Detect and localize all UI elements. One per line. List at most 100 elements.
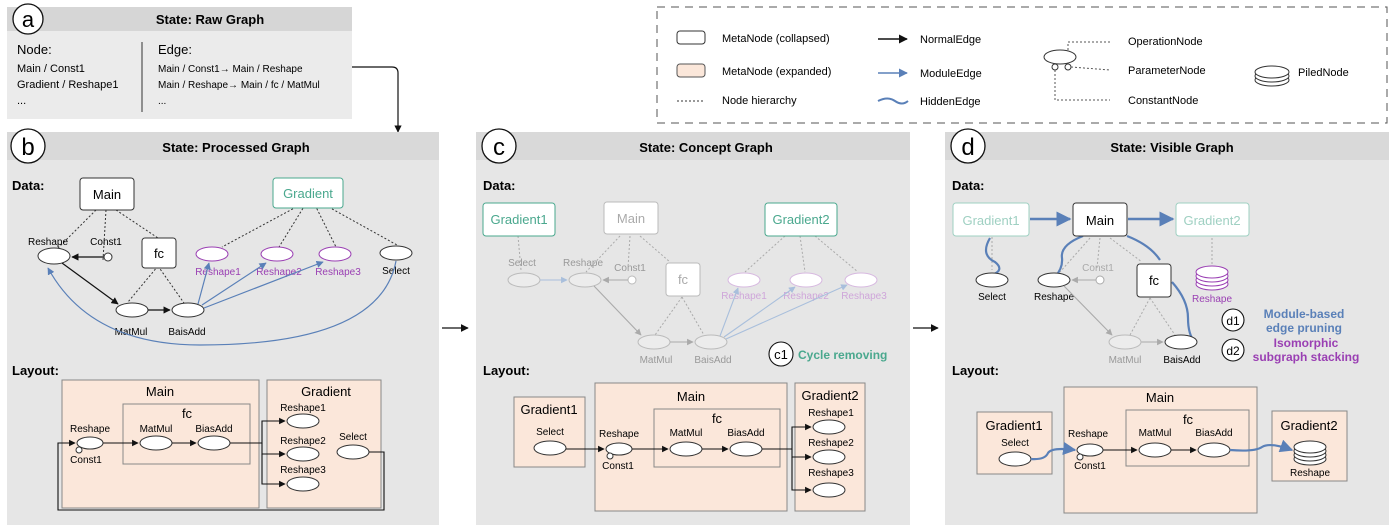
node-const1-label: Const1 <box>90 237 122 248</box>
badge-b-label: b <box>21 134 34 161</box>
hidden-edge <box>1054 234 1084 278</box>
edge-entry: ... <box>158 96 166 107</box>
metanode-expanded-swatch <box>676 63 706 78</box>
hidden-edge <box>984 237 1001 277</box>
node-fc-label: fc <box>678 272 689 287</box>
layout-matmul-node <box>139 435 173 451</box>
d1-line1: Module-based <box>1264 307 1345 321</box>
node-reshape1 <box>727 272 761 288</box>
node-header: Node: <box>17 42 52 57</box>
data-label: Data: <box>483 178 516 193</box>
data-label: Data: <box>12 178 45 193</box>
layout-gradient1-expanded <box>976 411 1053 475</box>
layout-const1-label: Const1 <box>70 455 102 466</box>
node-fc <box>141 237 177 269</box>
node-gradient2 <box>1175 202 1250 237</box>
layout-main-label: Main <box>146 384 174 399</box>
node-const1 <box>103 252 113 262</box>
layout-const1-node <box>75 446 83 454</box>
panel-visible-graph: State: Visible Graph d Data: Gradient1 M… <box>945 128 1389 525</box>
badge-c-label: c <box>493 134 505 161</box>
layout-reshape3-node <box>286 476 320 492</box>
badge-d-label: d <box>961 134 974 161</box>
node-select-label: Select <box>978 292 1006 303</box>
layout-select-node <box>533 440 567 456</box>
layout-biasadd-label: BiasAdd <box>1195 428 1232 439</box>
constant-node-swatch <box>1064 63 1072 71</box>
node-main <box>79 177 135 211</box>
node-gradient2-label: Gradient2 <box>1183 213 1240 228</box>
node-biasadd <box>1164 334 1198 350</box>
node-main-label: Main <box>1086 213 1114 228</box>
data-label: Data: <box>952 178 985 193</box>
layout-matmul-node <box>669 441 703 457</box>
layout-reshape-label: Reshape <box>70 424 110 435</box>
hidden-edge-swatch <box>877 97 909 105</box>
cycle-removing-label: Cycle removing <box>798 348 887 362</box>
node-matmul <box>1108 334 1142 350</box>
node-matmul-label: MatMul <box>1109 355 1142 366</box>
node-gradient <box>272 177 344 209</box>
node-gradient1-label: Gradient1 <box>490 212 547 227</box>
node-reshape2 <box>260 246 294 262</box>
node-reshape2-label: Reshape2 <box>256 267 302 278</box>
node-biasadd-label: BaisAdd <box>168 327 205 338</box>
node-select-label: Select <box>508 258 536 269</box>
legend-module-edge: ModuleEdge <box>920 68 982 80</box>
badge-d1 <box>1221 308 1245 332</box>
panel-d-title: State: Visible Graph <box>1110 140 1233 155</box>
node-biasadd-label: BaisAdd <box>1163 355 1200 366</box>
layout-gradient2-label: Gradient2 <box>801 388 858 403</box>
layout-fc-expanded <box>1125 409 1250 467</box>
layout-fc-expanded <box>122 403 251 465</box>
badge-c <box>481 128 517 164</box>
flow-arrow-a-to-b <box>352 66 402 133</box>
legend-normal-edge: NormalEdge <box>920 34 981 46</box>
layout-reshape-label: Reshape <box>1068 429 1108 440</box>
layout-reshape3-node <box>812 482 846 498</box>
node-reshape1-label: Reshape1 <box>721 291 767 302</box>
node-entry: Main / Const1 <box>17 63 85 75</box>
d2-line2: subgraph stacking <box>1253 350 1360 364</box>
node-gradient1-label: Gradient1 <box>962 213 1019 228</box>
layout-gradient1-label: Gradient1 <box>520 402 577 417</box>
node-select <box>975 272 1009 288</box>
node-const1 <box>627 275 637 285</box>
piled-reshape-node <box>1195 265 1229 291</box>
layout-reshape2-node <box>286 446 320 462</box>
node-reshape1-label: Reshape1 <box>195 267 241 278</box>
d1-line2: edge pruning <box>1266 321 1342 335</box>
badge-d1-label: d1 <box>1226 314 1240 328</box>
layout-biasadd-node <box>1197 442 1231 458</box>
panel-concept-graph: State: Concept Graph c Data: Gradient1 M… <box>476 128 910 525</box>
node-fc <box>665 262 701 297</box>
layout-biasadd-label: BiasAdd <box>727 428 764 439</box>
layout-select-node <box>336 444 370 460</box>
node-reshape3 <box>844 272 878 288</box>
layout-gradient-label: Gradient <box>301 384 351 399</box>
node-gradient-label: Gradient <box>283 186 333 201</box>
node-entry: ... <box>17 95 26 107</box>
hidden-edge <box>1126 234 1161 261</box>
layout-piled-reshape-label: Reshape <box>1290 468 1330 479</box>
node-fc <box>1136 263 1172 298</box>
legend-piled-node: PiledNode <box>1298 67 1349 79</box>
layout-biasadd-node <box>197 435 231 451</box>
node-biasadd <box>171 302 205 318</box>
node-matmul-label: MatMul <box>115 327 148 338</box>
layout-fc-label: fc <box>1183 412 1194 427</box>
layout-reshape1-node <box>286 413 320 429</box>
node-const1-label: Const1 <box>1082 263 1114 274</box>
node-reshape <box>1037 272 1071 288</box>
layout-select-label: Select <box>536 427 564 438</box>
piled-node-swatch <box>1254 65 1290 87</box>
node-const1-label: Const1 <box>614 263 646 274</box>
node-main-label: Main <box>93 187 121 202</box>
node-entry: Gradient / Reshape1 <box>17 79 119 91</box>
layout-select-node <box>998 451 1032 467</box>
layout-reshape2-label: Reshape2 <box>808 438 854 449</box>
node-reshape2-label: Reshape2 <box>783 291 829 302</box>
badge-c1 <box>768 341 794 367</box>
node-fc-label: fc <box>154 246 165 261</box>
node-reshape-label: Reshape <box>1034 292 1074 303</box>
